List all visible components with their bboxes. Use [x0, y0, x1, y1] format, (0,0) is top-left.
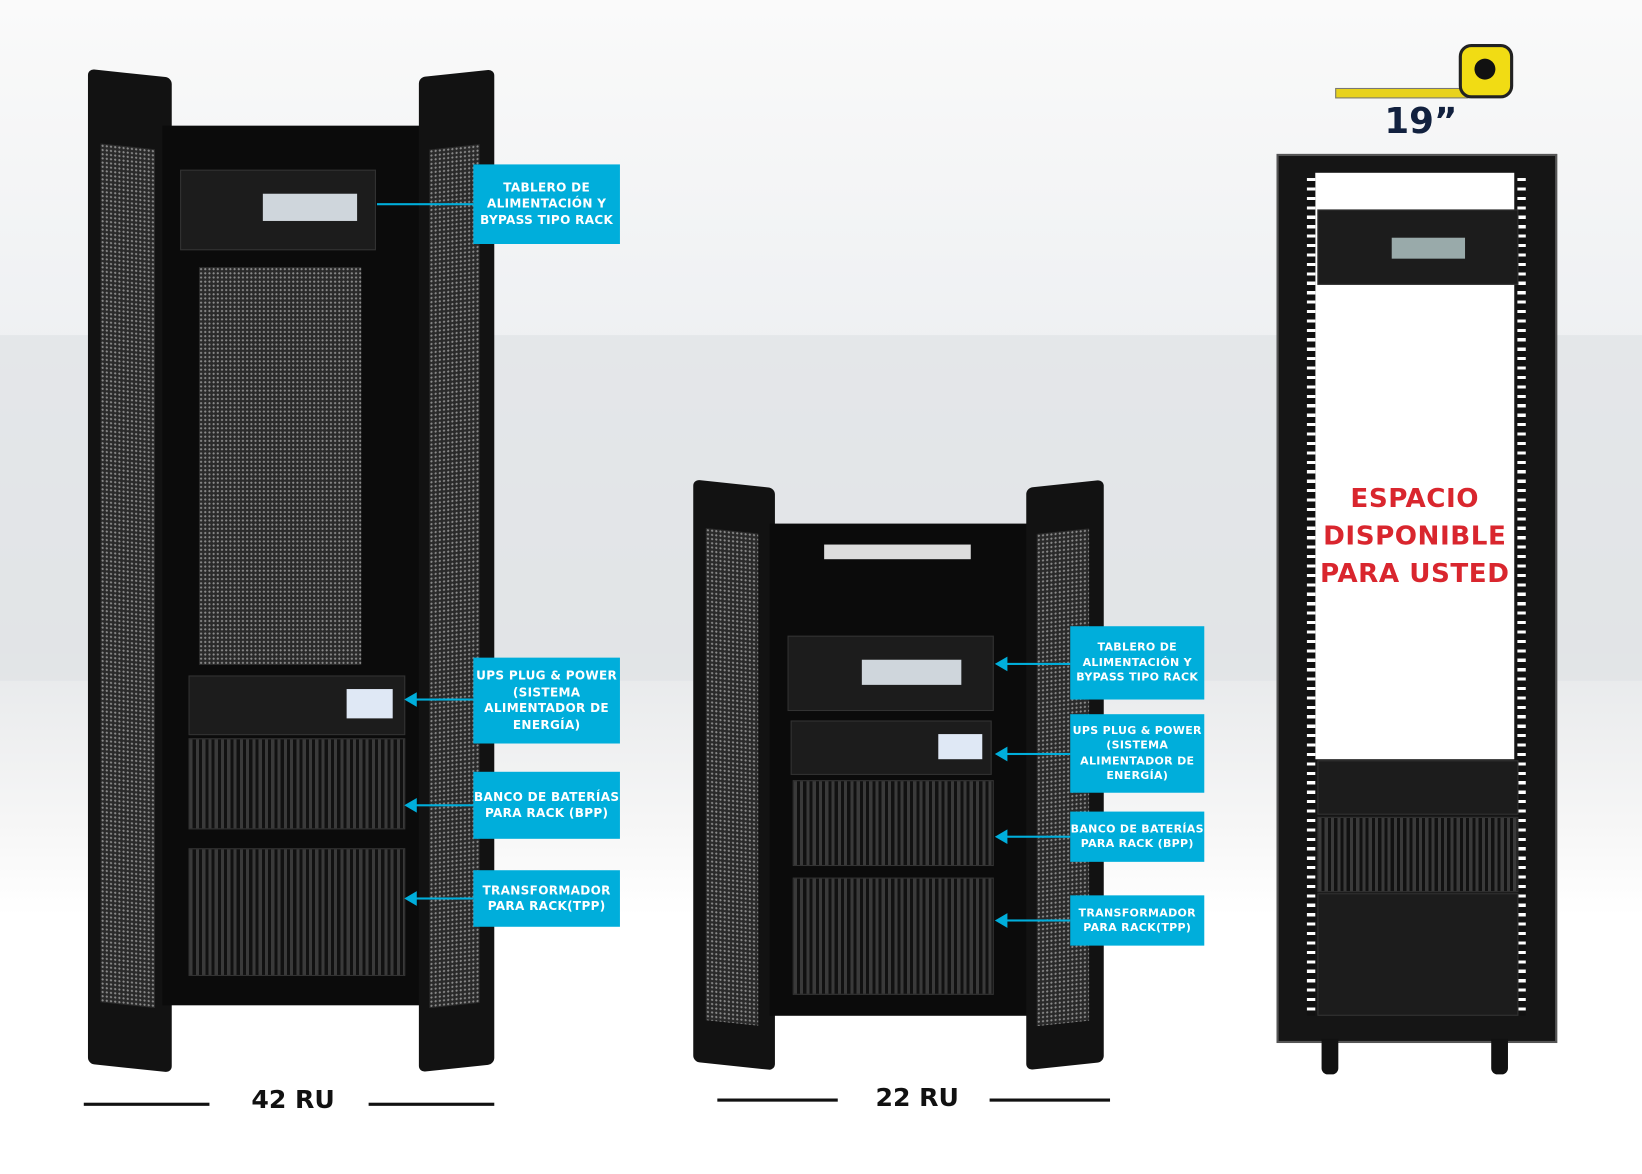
callout-text: TRANSFORMADOR PARA RACK(TPP): [482, 882, 611, 914]
arrow-icon: [994, 829, 1008, 845]
rear-mesh: [198, 267, 362, 665]
divider: [717, 1098, 838, 1102]
callout-power-panel: TABLERO DE ALIMENTACIÓN Y BYPASS TIPO RA…: [473, 164, 620, 244]
space-line: ESPACIO: [1350, 482, 1480, 514]
callout-battery-bank: BANCO DE BATERÍAS PARA RACK (BPP): [1070, 811, 1205, 862]
callout-text: UPS PLUG & POWER (SISTEMA ALIMENTADOR DE…: [476, 668, 618, 732]
leader-line: [376, 203, 474, 206]
divider: [368, 1102, 495, 1106]
divider: [83, 1102, 210, 1106]
leader-line: [1005, 662, 1071, 665]
left-door: [87, 68, 172, 1073]
battery-bank-unit: [1317, 816, 1519, 893]
callout-text: TABLERO DE ALIMENTACIÓN Y BYPASS TIPO RA…: [1076, 641, 1199, 685]
callout-text: BANCO DE BATERÍAS PARA RACK (BPP): [473, 789, 620, 820]
arrow-icon: [404, 891, 417, 906]
divider: [989, 1098, 1111, 1102]
callout-battery-bank: BANCO DE BATERÍAS PARA RACK (BPP): [473, 771, 620, 839]
callout-transformer: TRANSFORMADOR PARA RACK(TPP): [1070, 895, 1205, 946]
battery-bank-unit: [188, 738, 406, 830]
arrow-icon: [404, 692, 417, 707]
leader-line: [1005, 919, 1071, 922]
ups-unit: [188, 675, 406, 736]
callout-ups: UPS PLUG & POWER (SISTEMA ALIMENTADOR DE…: [1070, 714, 1205, 793]
power-panel: [1317, 209, 1519, 285]
leader-line: [413, 897, 474, 900]
light-fixture: [824, 544, 971, 560]
transformer-unit: [1317, 893, 1519, 1016]
ups-unit: [790, 720, 992, 775]
callout-text: TABLERO DE ALIMENTACIÓN Y BYPASS TIPO RA…: [480, 179, 614, 227]
callout-text: TRANSFORMADOR PARA RACK(TPP): [1078, 906, 1196, 935]
arrow-icon: [404, 797, 417, 813]
leader-line: [1005, 752, 1071, 756]
transformer-unit: [188, 848, 406, 976]
callout-text: BANCO DE BATERÍAS PARA RACK (BPP): [1070, 822, 1204, 851]
callout-transformer: TRANSFORMADOR PARA RACK(TPP): [473, 870, 620, 927]
size-label-22ru: 22 RU: [875, 1082, 959, 1113]
rack-width-label: 19”: [1384, 100, 1458, 143]
power-panel: [180, 169, 376, 251]
battery-bank-unit: [792, 780, 994, 867]
power-panel: [787, 635, 994, 712]
leader-line: [1005, 835, 1071, 838]
space-line: PARA USTED: [1320, 558, 1510, 589]
leader-line: [413, 804, 474, 807]
callout-ups: UPS PLUG & POWER (SISTEMA ALIMENTADOR DE…: [473, 657, 620, 744]
arrow-icon: [994, 746, 1008, 762]
arrow-icon: [994, 913, 1008, 928]
ups-unit: [1317, 760, 1519, 815]
callout-text: UPS PLUG & POWER (SISTEMA ALIMENTADOR DE…: [1072, 724, 1202, 783]
callout-power-panel: TABLERO DE ALIMENTACIÓN Y BYPASS TIPO RA…: [1070, 626, 1205, 700]
left-door: [693, 479, 775, 1071]
arrow-icon: [994, 656, 1008, 672]
transformer-unit: [792, 877, 994, 995]
size-label-42ru: 42 RU: [251, 1084, 335, 1115]
leader-line: [413, 698, 474, 701]
rack-rail-left: [1306, 178, 1316, 1016]
rack-rail-right: [1517, 178, 1526, 1016]
space-line: DISPONIBLE: [1323, 520, 1507, 551]
available-space-text: ESPACIO DISPONIBLE PARA USTED: [1315, 480, 1514, 593]
